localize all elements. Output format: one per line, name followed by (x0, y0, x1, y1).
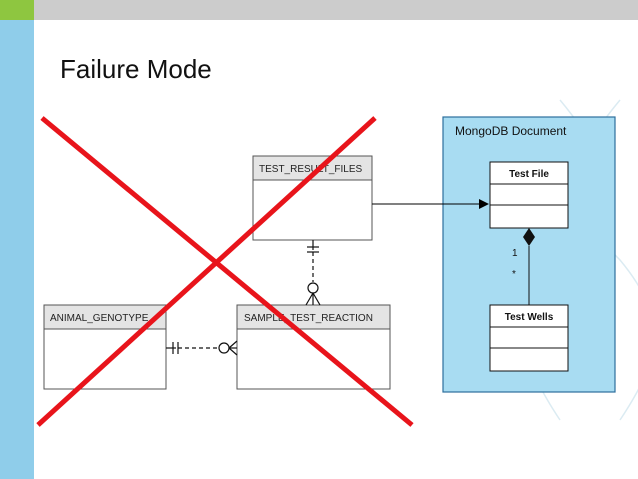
multiplicity-one: 1 (512, 248, 518, 259)
multiplicity-many: * (512, 269, 516, 280)
entity-test-result-files-label: TEST_RESULT_FILES (259, 164, 363, 175)
test-file-box: Test File (489, 161, 569, 229)
entity-animal-genotype: ANIMAL_GENOTYPE (43, 304, 167, 390)
relationship-vertical (305, 240, 321, 306)
test-wells-label: Test Wells (505, 312, 554, 323)
mongodb-document-title: MongoDB Document (455, 124, 567, 138)
red-cross-out (36, 116, 414, 427)
composition-diamond-icon (523, 228, 535, 246)
slide-title: Failure Mode (60, 54, 212, 84)
top-accent-bar (34, 0, 638, 20)
entity-sample-test-reaction: SAMPLE_TEST_REACTION (236, 304, 391, 390)
top-accent-green (0, 0, 34, 20)
left-accent-bar (0, 0, 34, 479)
test-wells-box: Test Wells (489, 304, 569, 372)
entity-test-result-files: TEST_RESULT_FILES (252, 155, 373, 241)
entity-animal-genotype-label: ANIMAL_GENOTYPE (50, 313, 149, 324)
relationship-horizontal (166, 340, 238, 356)
test-file-label: Test File (509, 169, 549, 180)
entity-sample-test-reaction-label: SAMPLE_TEST_REACTION (244, 313, 373, 324)
mongodb-document-panel: MongoDB Document Test File Test Wells 1 … (442, 116, 616, 393)
composition-connector: 1 * (512, 228, 535, 305)
